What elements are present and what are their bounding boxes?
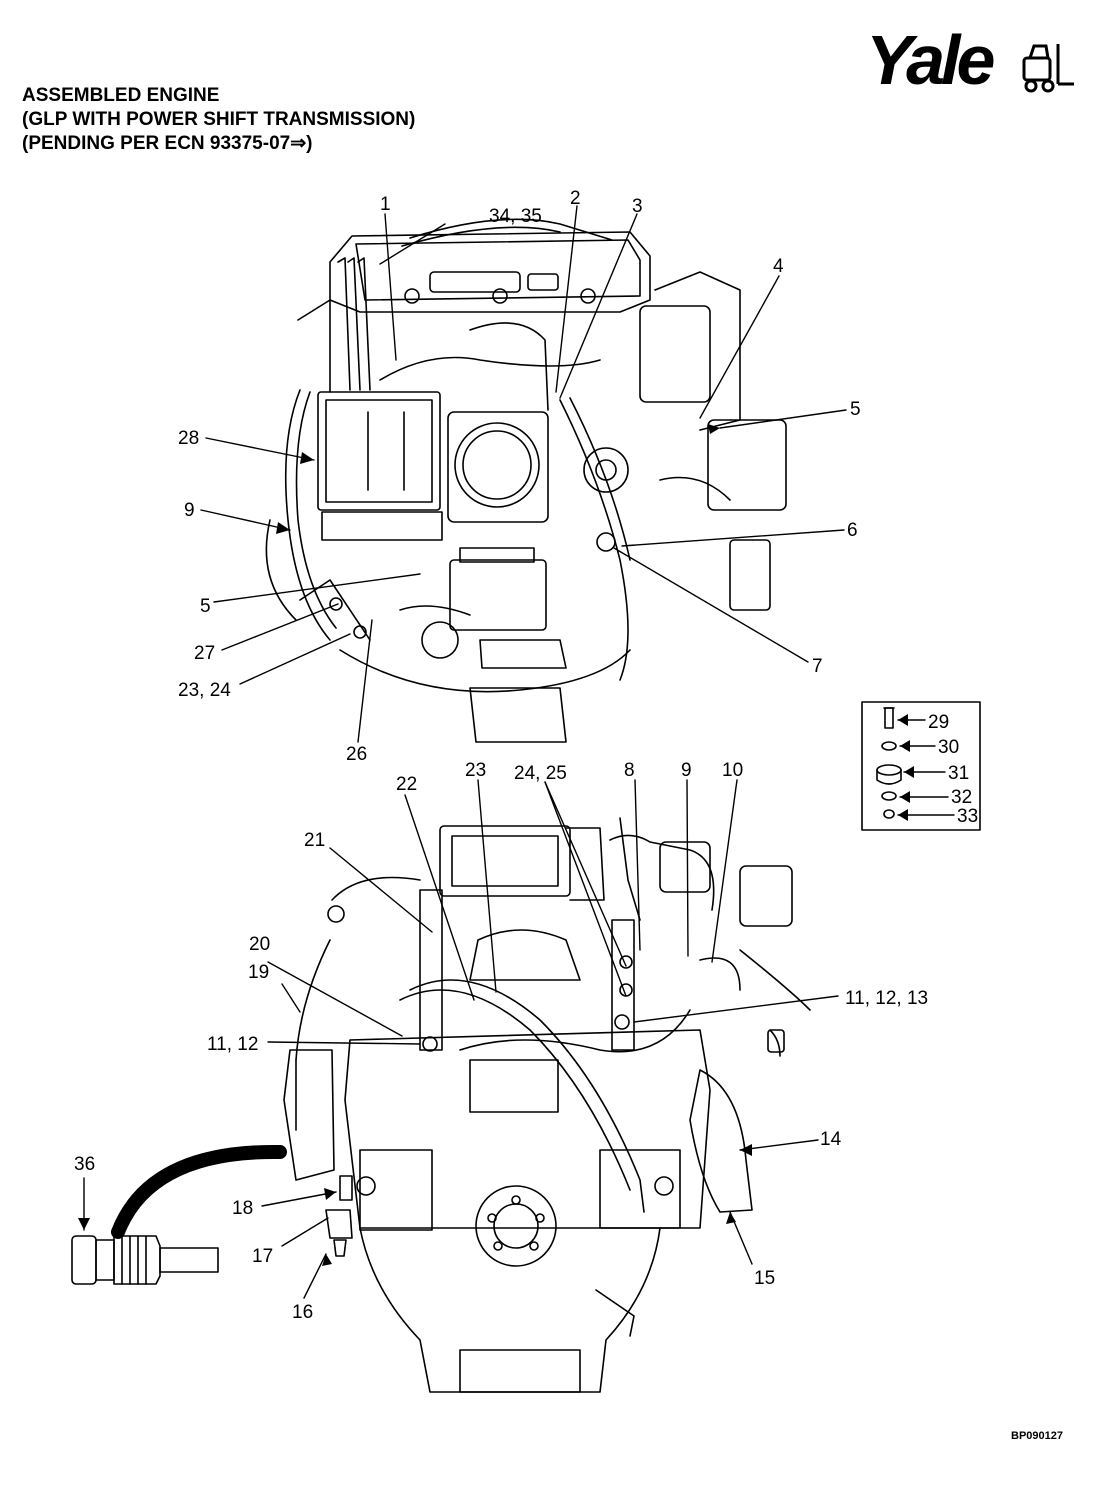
- brand-logo: Yale: [866, 20, 1081, 102]
- callout-24-25: 24, 25: [514, 763, 567, 784]
- leader-lines: [83, 205, 955, 1299]
- callout-15: 15: [754, 1268, 775, 1289]
- leader-arrowheads: [78, 424, 914, 1266]
- page-title: ASSEMBLED ENGINE (GLP WITH POWER SHIFT T…: [22, 84, 415, 156]
- callout-36: 36: [74, 1154, 95, 1175]
- engine-front-view: [283, 817, 811, 1393]
- callout-26: 26: [346, 744, 367, 765]
- callout-29: 29: [928, 712, 949, 733]
- callout-28: 28: [178, 428, 199, 449]
- callout-23-front: 23: [465, 760, 486, 781]
- callout-31: 31: [948, 763, 969, 784]
- callout-22: 22: [396, 774, 417, 795]
- callout-23-24-top: 23, 24: [178, 680, 231, 701]
- callout-16: 16: [292, 1302, 313, 1323]
- callout-30: 30: [938, 737, 959, 758]
- callout-20: 20: [249, 934, 270, 955]
- callout-6: 6: [847, 520, 858, 541]
- callout-17: 17: [252, 1246, 273, 1267]
- callout-9-front: 9: [681, 760, 692, 781]
- callout-4: 4: [773, 256, 784, 277]
- callout-27: 27: [194, 643, 215, 664]
- callout-2: 2: [570, 188, 581, 209]
- callout-5-left: 5: [200, 596, 211, 617]
- callout-18: 18: [232, 1198, 253, 1219]
- callout-32: 32: [951, 787, 972, 808]
- callout-9-top: 9: [184, 500, 195, 521]
- logo-text: Yale: [866, 21, 995, 99]
- callout-34-35: 34, 35: [489, 206, 542, 227]
- sensor-36-connector: [111, 1144, 287, 1239]
- callout-21: 21: [304, 830, 325, 851]
- forklift-icon: [1022, 44, 1074, 93]
- callout-19: 19: [248, 962, 269, 983]
- figure-code: BP090127: [1011, 1430, 1063, 1442]
- callout-11-12: 11, 12: [207, 1034, 258, 1055]
- callout-labels: 1 34, 35 2 3 4 5 28 9 6 5 7 27 23, 24 26…: [74, 188, 978, 1323]
- callout-5-top: 5: [850, 399, 861, 420]
- title-line-3: (PENDING PER ECN 93375-07⇒): [22, 133, 313, 154]
- callout-1: 1: [380, 194, 391, 215]
- engine-top-view: [265, 218, 787, 743]
- callout-10: 10: [722, 760, 743, 781]
- title-line-2: (GLP WITH POWER SHIFT TRANSMISSION): [22, 109, 416, 130]
- callout-8: 8: [624, 760, 635, 781]
- hardware-kit-box: [861, 701, 981, 831]
- callout-33: 33: [957, 806, 978, 827]
- sensor-36-detail: [71, 1235, 219, 1285]
- title-line-1: ASSEMBLED ENGINE: [22, 85, 220, 106]
- callout-3: 3: [632, 196, 643, 217]
- callout-7: 7: [812, 656, 823, 677]
- callout-14: 14: [820, 1129, 842, 1150]
- callout-11-12-13: 11, 12, 13: [845, 988, 928, 1009]
